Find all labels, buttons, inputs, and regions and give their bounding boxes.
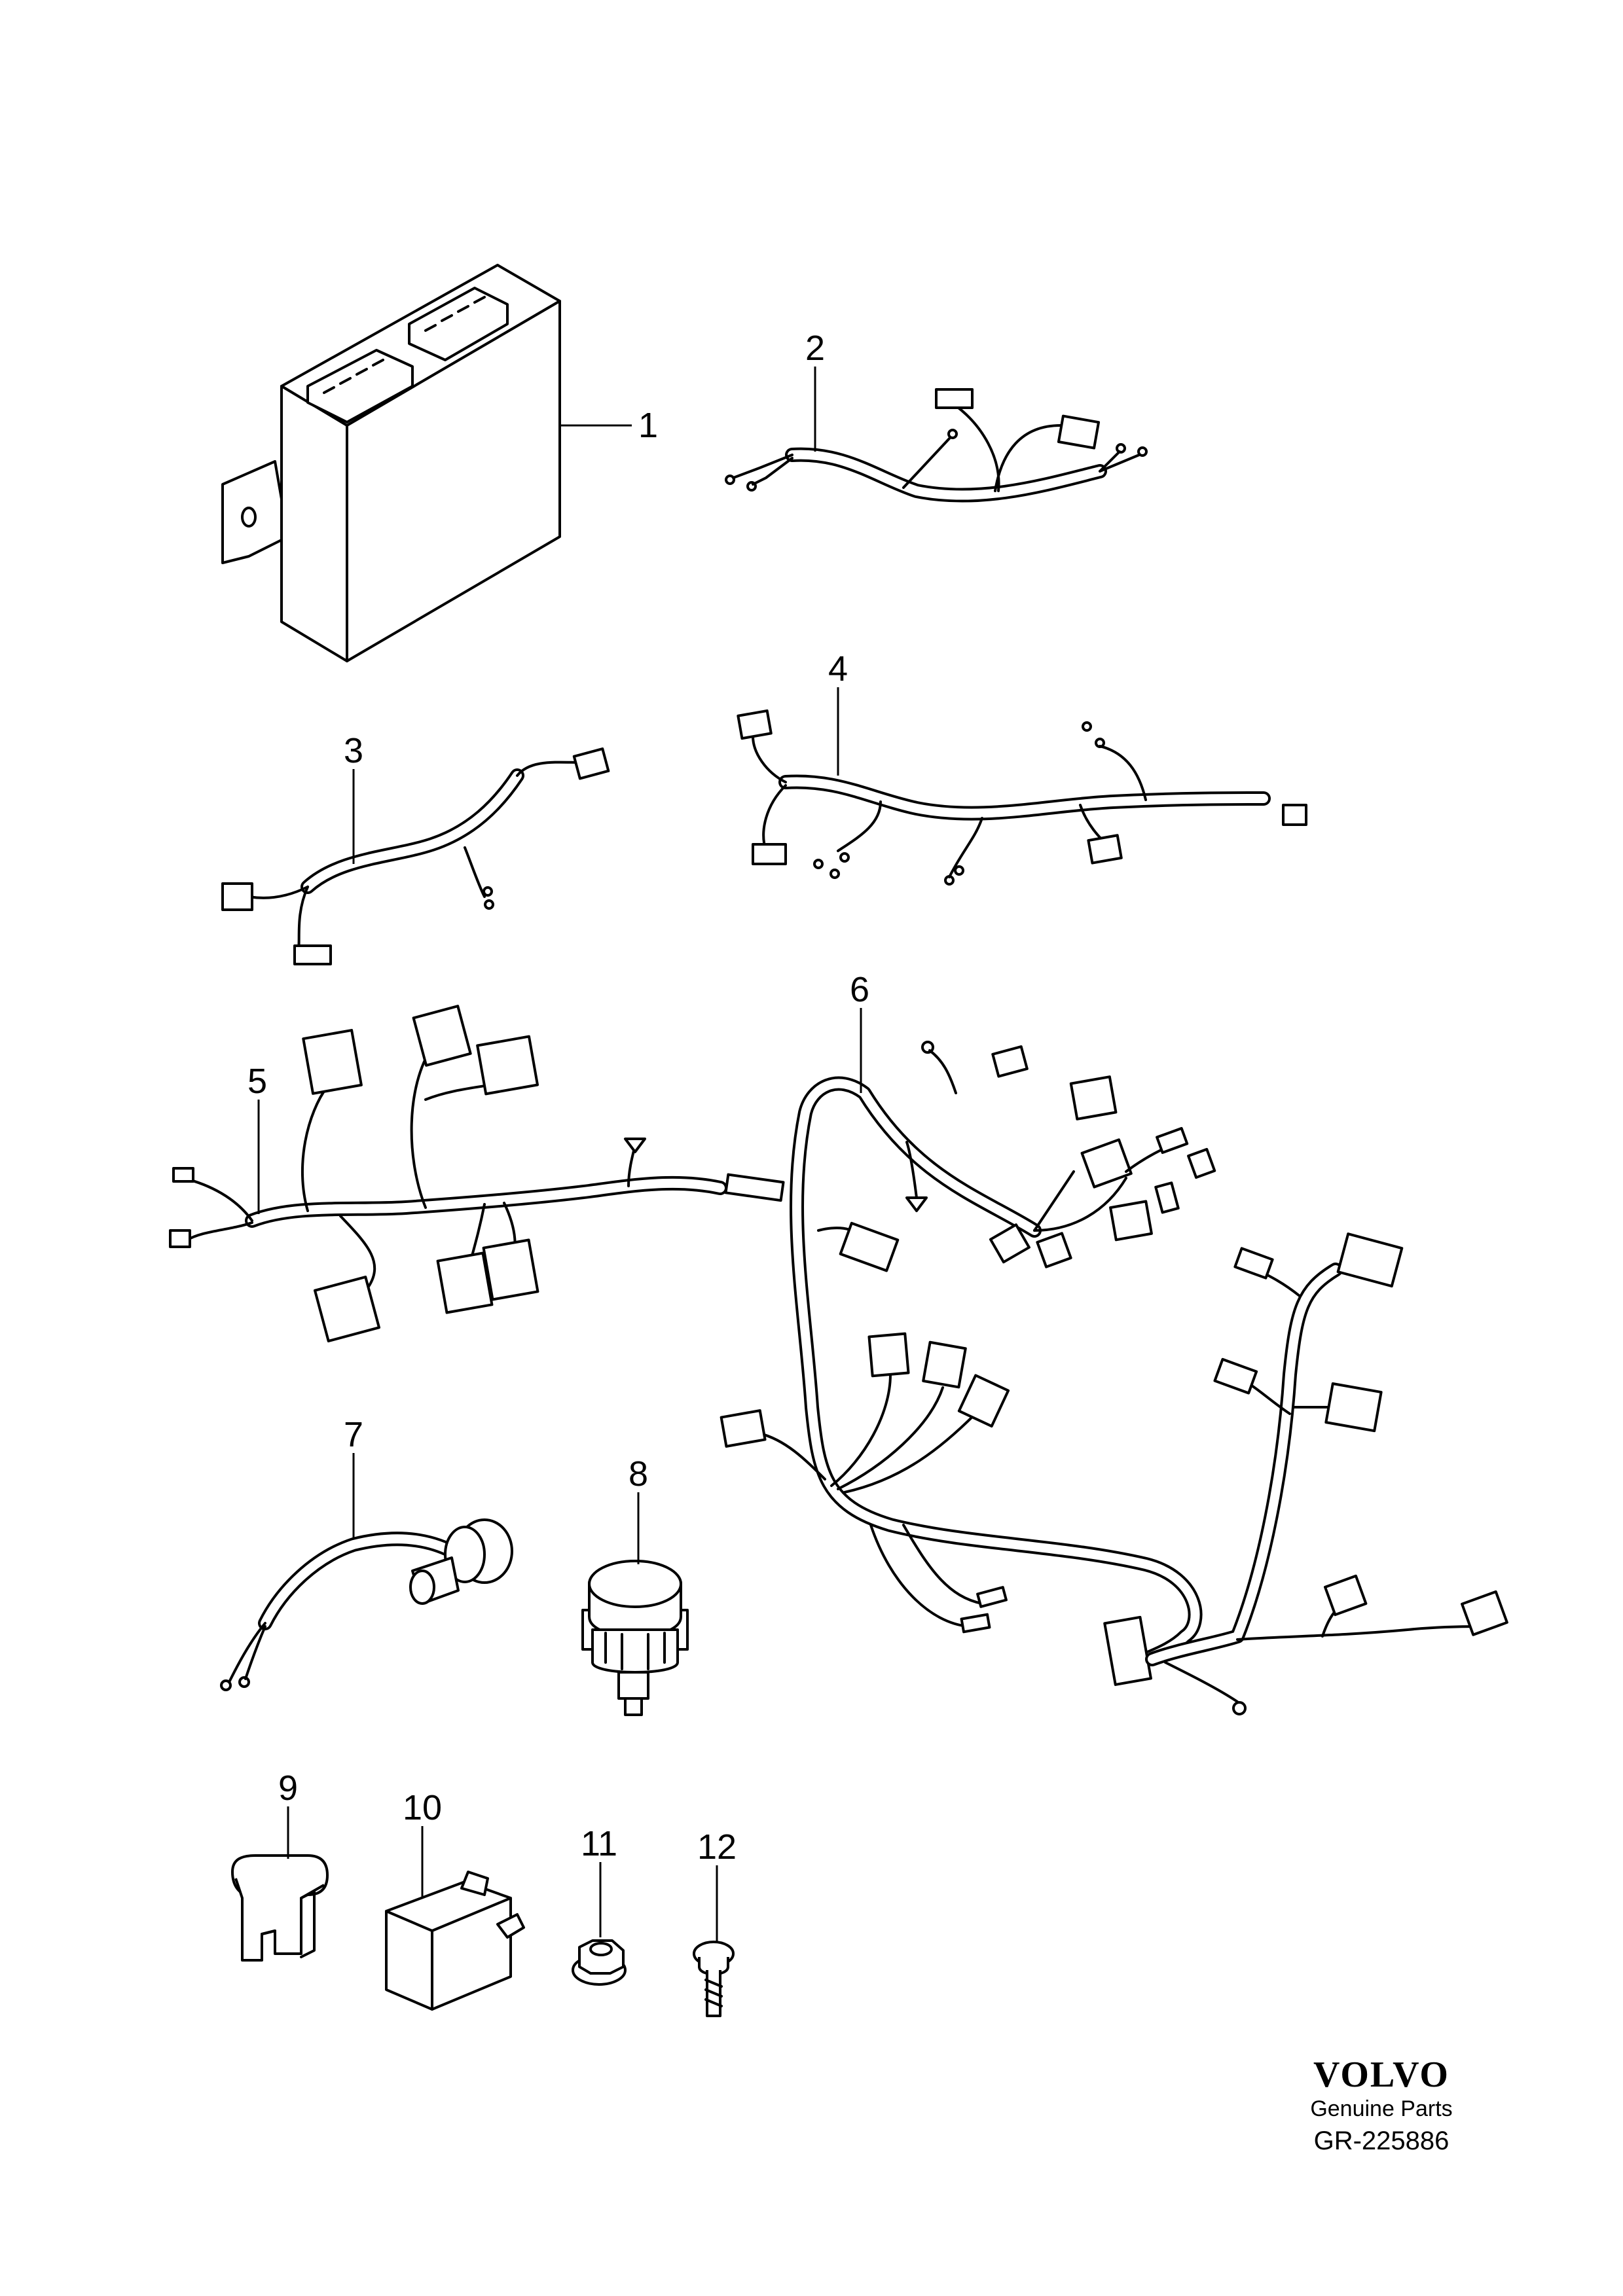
part-8-switch <box>581 1560 689 1716</box>
brand-block: VOLVO Genuine Parts GR-225886 <box>1283 2055 1480 2159</box>
callout-9: 9 <box>278 1768 298 1808</box>
part-3-harness <box>221 747 610 965</box>
callout-5: 5 <box>247 1062 267 1101</box>
part-9-fuse <box>231 1854 329 1962</box>
part-12-screw <box>693 1941 735 2017</box>
callout-4: 4 <box>828 649 848 689</box>
part-11-nut <box>572 1939 627 1986</box>
part-2-harness <box>725 388 1148 503</box>
callout-1: 1 <box>638 406 658 445</box>
part-10-relay <box>385 1871 525 2011</box>
callout-7: 7 <box>344 1415 363 1454</box>
part-1-control-module <box>221 264 561 662</box>
part-7-sensor-lead <box>220 1518 513 1691</box>
callout-12: 12 <box>697 1827 737 1867</box>
genuine-parts-label: Genuine Parts <box>1310 2096 1453 2121</box>
volvo-logo: VOLVO <box>1313 2054 1450 2095</box>
diagram-reference: GR-225886 <box>1313 2126 1450 2155</box>
part-6-main-harness <box>720 1041 1508 1715</box>
callout-3: 3 <box>344 731 363 770</box>
callout-2: 2 <box>805 329 825 368</box>
part-4-harness <box>737 709 1307 886</box>
part-5-harness <box>169 1005 785 1342</box>
callout-6: 6 <box>850 970 869 1009</box>
callout-10: 10 <box>403 1788 442 1827</box>
callout-11: 11 <box>581 1824 617 1863</box>
callout-8: 8 <box>629 1454 648 1494</box>
